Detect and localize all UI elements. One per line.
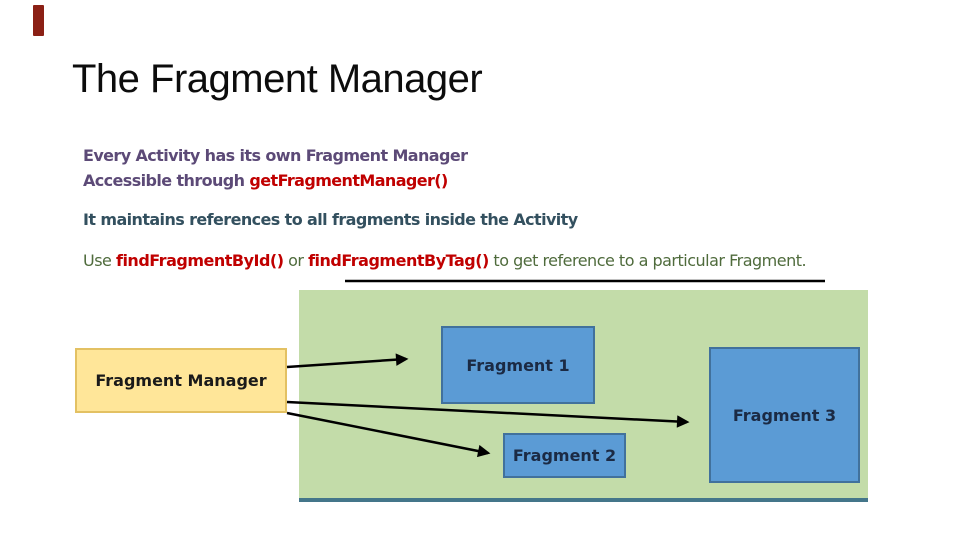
body-line-find-suffix: to get reference to a particular Fragmen… — [488, 251, 807, 270]
code-find-fragment-by-id: findFragmentById() — [115, 251, 284, 270]
body-line-find: Use findFragmentById() or findFragmentBy… — [83, 251, 807, 271]
fragment-2-box: Fragment 2 — [503, 433, 626, 478]
code-find-fragment-by-tag: findFragmentByTag() — [308, 251, 489, 270]
page-title: The Fragment Manager — [72, 57, 483, 101]
slide-accent-bar — [33, 5, 44, 36]
body-line-activity: Every Activity has its own Fragment Mana… — [83, 146, 468, 165]
activity-panel-bottom-edge — [299, 498, 868, 502]
fragment-3-label: Fragment 3 — [732, 405, 837, 425]
body-line-accessible: Accessible through getFragmentManager() — [83, 171, 448, 191]
fragment-1-box: Fragment 1 — [441, 326, 595, 404]
body-line-find-mid: or — [283, 251, 309, 270]
fragment-3-box: Fragment 3 — [709, 347, 860, 483]
code-get-fragment-manager: getFragmentManager() — [249, 171, 448, 190]
body-line-accessible-text: Accessible through — [83, 171, 250, 190]
fragment-1-label: Fragment 1 — [466, 355, 570, 375]
fragment-manager-box: Fragment Manager — [75, 348, 287, 413]
fragment-manager-label: Fragment Manager — [95, 371, 267, 390]
body-line-references: It maintains references to all fragments… — [83, 210, 578, 229]
body-line-find-prefix: Use — [83, 251, 116, 270]
fragment-2-label: Fragment 2 — [512, 446, 617, 465]
